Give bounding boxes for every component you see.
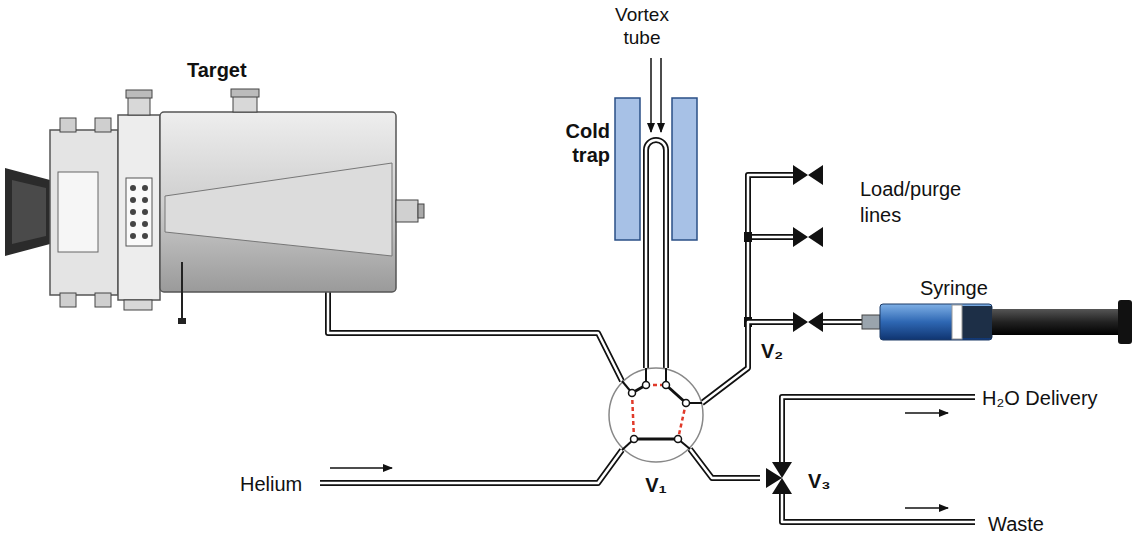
pipe-connector: [646, 241, 666, 368]
part-label: H₂O Delivery: [982, 386, 1098, 410]
part-label: Waste: [988, 512, 1044, 536]
node-label: V₃: [808, 469, 831, 493]
node-label: Syringe: [920, 276, 988, 300]
target-assembly: Target: [0, 56, 430, 300]
valve-outline: [608, 367, 704, 463]
syringe: Syringe: [858, 276, 1138, 344]
pipe-connector: [830, 322, 858, 323]
part-label: Helium: [240, 472, 302, 496]
node-label: Target: [187, 58, 247, 82]
part-label: Vortex tube: [606, 4, 678, 50]
node-label: V₁: [608, 473, 704, 497]
valve: V₂: [755, 305, 830, 370]
valve: V₃: [760, 455, 840, 501]
cold-trap-block: [615, 98, 697, 240]
cold-trap: Cold trap: [540, 97, 702, 241]
part-label: Load/purge lines: [860, 176, 980, 228]
target-body: [5, 89, 424, 324]
pipe-connector: [702, 322, 755, 403]
valve-symbol: [744, 165, 823, 494]
syringe-body: [862, 300, 1132, 344]
pipe-connector: [690, 449, 760, 478]
node-label: V₂: [761, 339, 783, 363]
six-port-valve: V₁: [608, 367, 704, 463]
pipe-connector: [328, 300, 622, 381]
node-label: Cold trap: [540, 119, 610, 167]
flow-arrow: [330, 58, 948, 508]
